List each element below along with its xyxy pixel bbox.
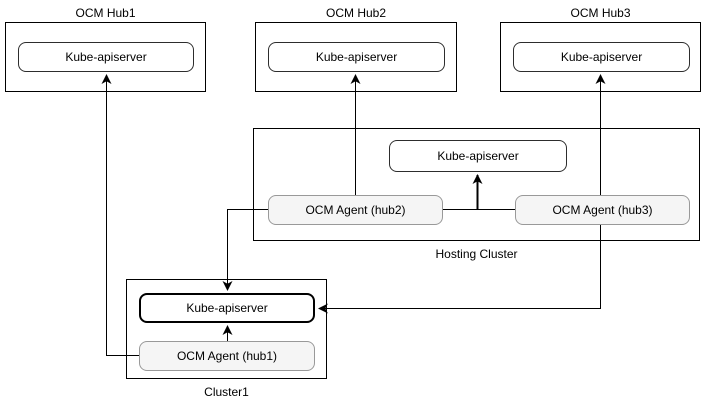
agent-hub3-node: OCM Agent (hub3) [515,195,690,225]
agent-hub2-node: OCM Agent (hub2) [268,195,443,225]
hub3-label: OCM Hub3 [570,6,631,20]
cluster1-apiserver-node: Kube-apiserver [139,293,315,323]
hosting-apiserver-node: Kube-apiserver [389,140,567,172]
hub2-apiserver-node: Kube-apiserver [268,42,445,72]
agent-hub1-node: OCM Agent (hub1) [139,341,315,371]
hub2-label: OCM Hub2 [325,6,387,20]
cluster1-label: Cluster1 [204,385,249,399]
hosting-cluster-label: Hosting Cluster [435,247,518,261]
hub1-apiserver-node: Kube-apiserver [18,42,194,72]
hub1-label: OCM Hub1 [75,6,136,20]
hub3-apiserver-node: Kube-apiserver [513,42,690,72]
